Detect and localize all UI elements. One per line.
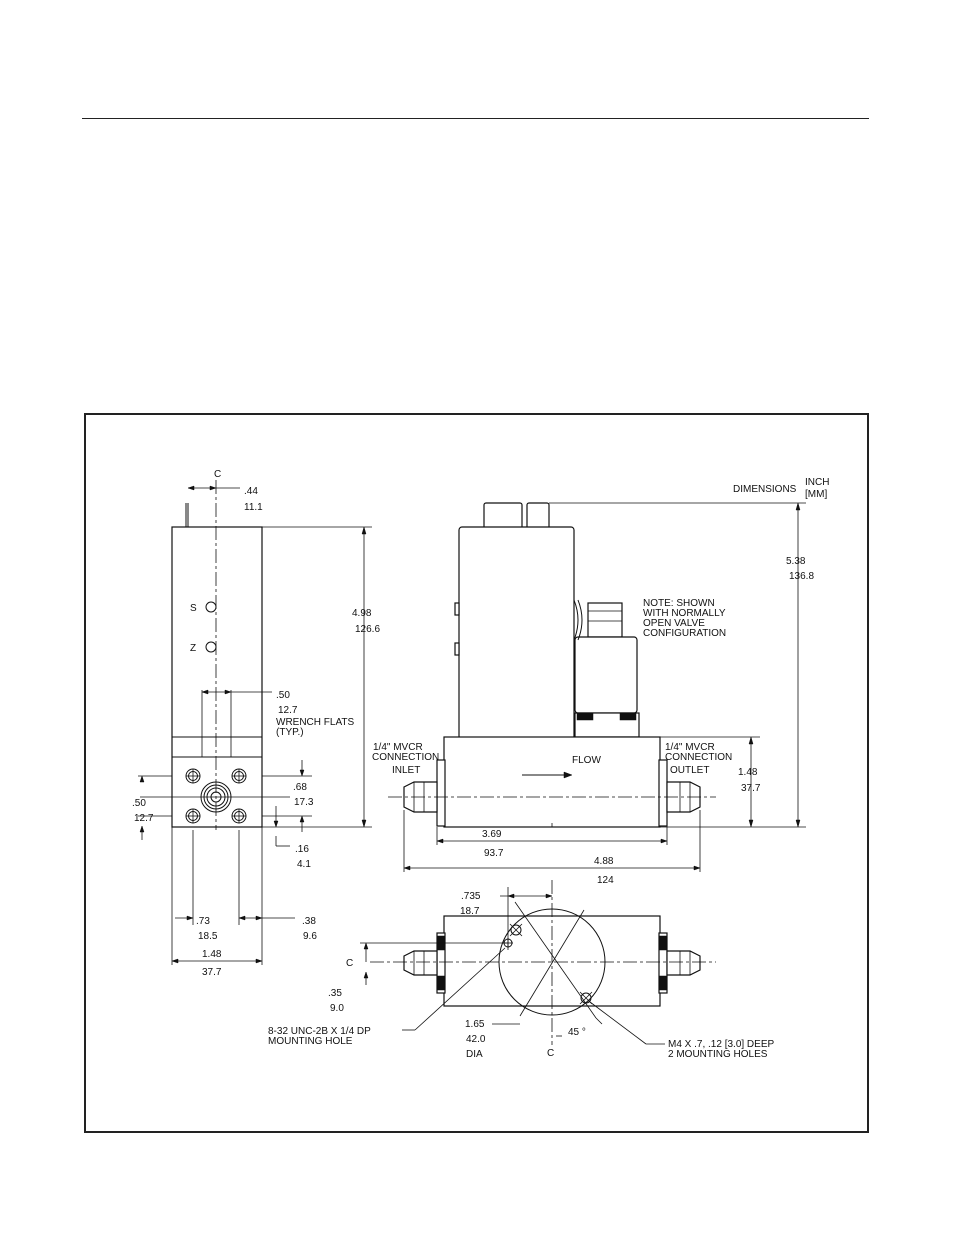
side-centerline-symbol: C bbox=[346, 958, 353, 969]
outlet-conn-label-2: CONNECTION bbox=[665, 752, 732, 763]
flow-label: FLOW bbox=[572, 755, 601, 766]
dim-538-inch: 5.38 bbox=[786, 556, 806, 567]
electronics-housing bbox=[458, 526, 575, 740]
s-label: S bbox=[190, 603, 197, 614]
outlet-fitting-icon bbox=[666, 950, 701, 976]
note-line-3: OPEN VALVE bbox=[643, 618, 705, 629]
mounting-hole-icon bbox=[509, 923, 523, 937]
dim-068-inch: .68 bbox=[293, 782, 307, 793]
bolt-hole-icon bbox=[231, 808, 247, 824]
s-port-icon bbox=[205, 601, 217, 613]
dia-label: DIA bbox=[466, 1049, 483, 1060]
dim-038-mm: 9.6 bbox=[303, 931, 317, 942]
dim-148w-inch: 1.48 bbox=[202, 949, 222, 960]
base-block bbox=[443, 736, 661, 828]
dim-165-inch: 1.65 bbox=[465, 1019, 485, 1030]
dim-050h-mm: 12.7 bbox=[134, 813, 154, 824]
bolt-hole-icon bbox=[185, 768, 201, 784]
front-view: FLOW 1/4" MVCR CONNECTION INLET 1/4" MVC… bbox=[372, 477, 829, 886]
valve-top bbox=[587, 602, 623, 638]
dim-369-mm: 93.7 bbox=[484, 848, 504, 859]
unit-mm-label: [MM] bbox=[805, 489, 827, 500]
side-body bbox=[171, 526, 263, 828]
dim-148h-inch: 1.48 bbox=[738, 767, 758, 778]
angle-label: 45 ° bbox=[568, 1027, 586, 1038]
dim-165-mm: 42.0 bbox=[466, 1034, 486, 1045]
dim-035-inch: .35 bbox=[328, 988, 342, 999]
dim-148h-mm: 37.7 bbox=[741, 783, 761, 794]
dim-538-mm: 136.8 bbox=[789, 571, 814, 582]
mount-hole-label-2: MOUNTING HOLE bbox=[268, 1036, 353, 1047]
side-view: S Z bbox=[132, 469, 380, 978]
dim-498-inch: 4.98 bbox=[352, 608, 372, 619]
outlet-conn-label: 1/4" MVCR bbox=[665, 742, 715, 753]
dim-016-mm: 4.1 bbox=[297, 859, 311, 870]
inlet-conn-label: 1/4" MVCR bbox=[373, 742, 423, 753]
valve-coil bbox=[574, 636, 638, 714]
m4-label: M4 X .7, .12 [3.0] DEEP bbox=[668, 1039, 774, 1050]
inlet-label: INLET bbox=[392, 765, 420, 776]
drawing-frame bbox=[84, 413, 869, 1133]
dim-050h-inch: .50 bbox=[132, 798, 146, 809]
dim-044-inch: .44 bbox=[244, 486, 258, 497]
dim-035-mm: 9.0 bbox=[330, 1003, 344, 1014]
dim-050w-inch: .50 bbox=[276, 690, 290, 701]
note-line-1: NOTE: SHOWN bbox=[643, 598, 715, 609]
dim-488-inch: 4.88 bbox=[594, 856, 614, 867]
dimensions-label: DIMENSIONS bbox=[733, 484, 797, 495]
dim-073-mm: 18.5 bbox=[198, 931, 218, 942]
m4-label-2: 2 MOUNTING HOLES bbox=[668, 1049, 768, 1060]
dim-369-inch: 3.69 bbox=[482, 829, 502, 840]
dim-148w-mm: 37.7 bbox=[202, 967, 222, 978]
inlet-conn-label-2: CONNECTION bbox=[372, 752, 439, 763]
z-port-icon bbox=[205, 641, 217, 653]
bottom-view: .735 18.7 C .35 9.0 8-32 UNC-2B X 1/4 DP… bbox=[268, 880, 774, 1060]
dim-498-mm: 126.6 bbox=[355, 624, 380, 635]
connector bbox=[526, 502, 550, 530]
note-line-4: CONFIGURATION bbox=[643, 628, 726, 639]
z-label: Z bbox=[190, 643, 196, 654]
centerline-symbol: C bbox=[214, 469, 221, 480]
dim-0735-inch: .735 bbox=[461, 891, 481, 902]
dim-488-mm: 124 bbox=[597, 875, 614, 886]
port-fitting-icon bbox=[140, 781, 290, 813]
bottom-centerline-symbol: C bbox=[547, 1048, 554, 1059]
unit-inch-label: INCH bbox=[805, 477, 829, 488]
inlet-fitting-icon bbox=[403, 950, 438, 976]
connector bbox=[483, 502, 523, 530]
dim-016-inch: .16 bbox=[295, 844, 309, 855]
note-line-2: WITH NORMALLY bbox=[643, 608, 726, 619]
bolt-hole-icon bbox=[231, 768, 247, 784]
dim-0735-mm: 18.7 bbox=[460, 906, 480, 917]
outlet-label: OUTLET bbox=[670, 765, 709, 776]
mount-hole-label: 8-32 UNC-2B X 1/4 DP bbox=[268, 1026, 371, 1037]
bolt-hole-icon bbox=[185, 808, 201, 824]
dim-068-mm: 17.3 bbox=[294, 797, 314, 808]
wrench-typ-label: (TYP.) bbox=[276, 727, 304, 738]
wrench-flats-label: WRENCH FLATS bbox=[276, 717, 354, 728]
dim-044-mm: 11.1 bbox=[244, 502, 263, 513]
dim-073-inch: .73 bbox=[196, 916, 210, 927]
dim-038-inch: .38 bbox=[302, 916, 316, 927]
header-rule bbox=[82, 118, 869, 119]
dim-050w-mm: 12.7 bbox=[278, 705, 298, 716]
